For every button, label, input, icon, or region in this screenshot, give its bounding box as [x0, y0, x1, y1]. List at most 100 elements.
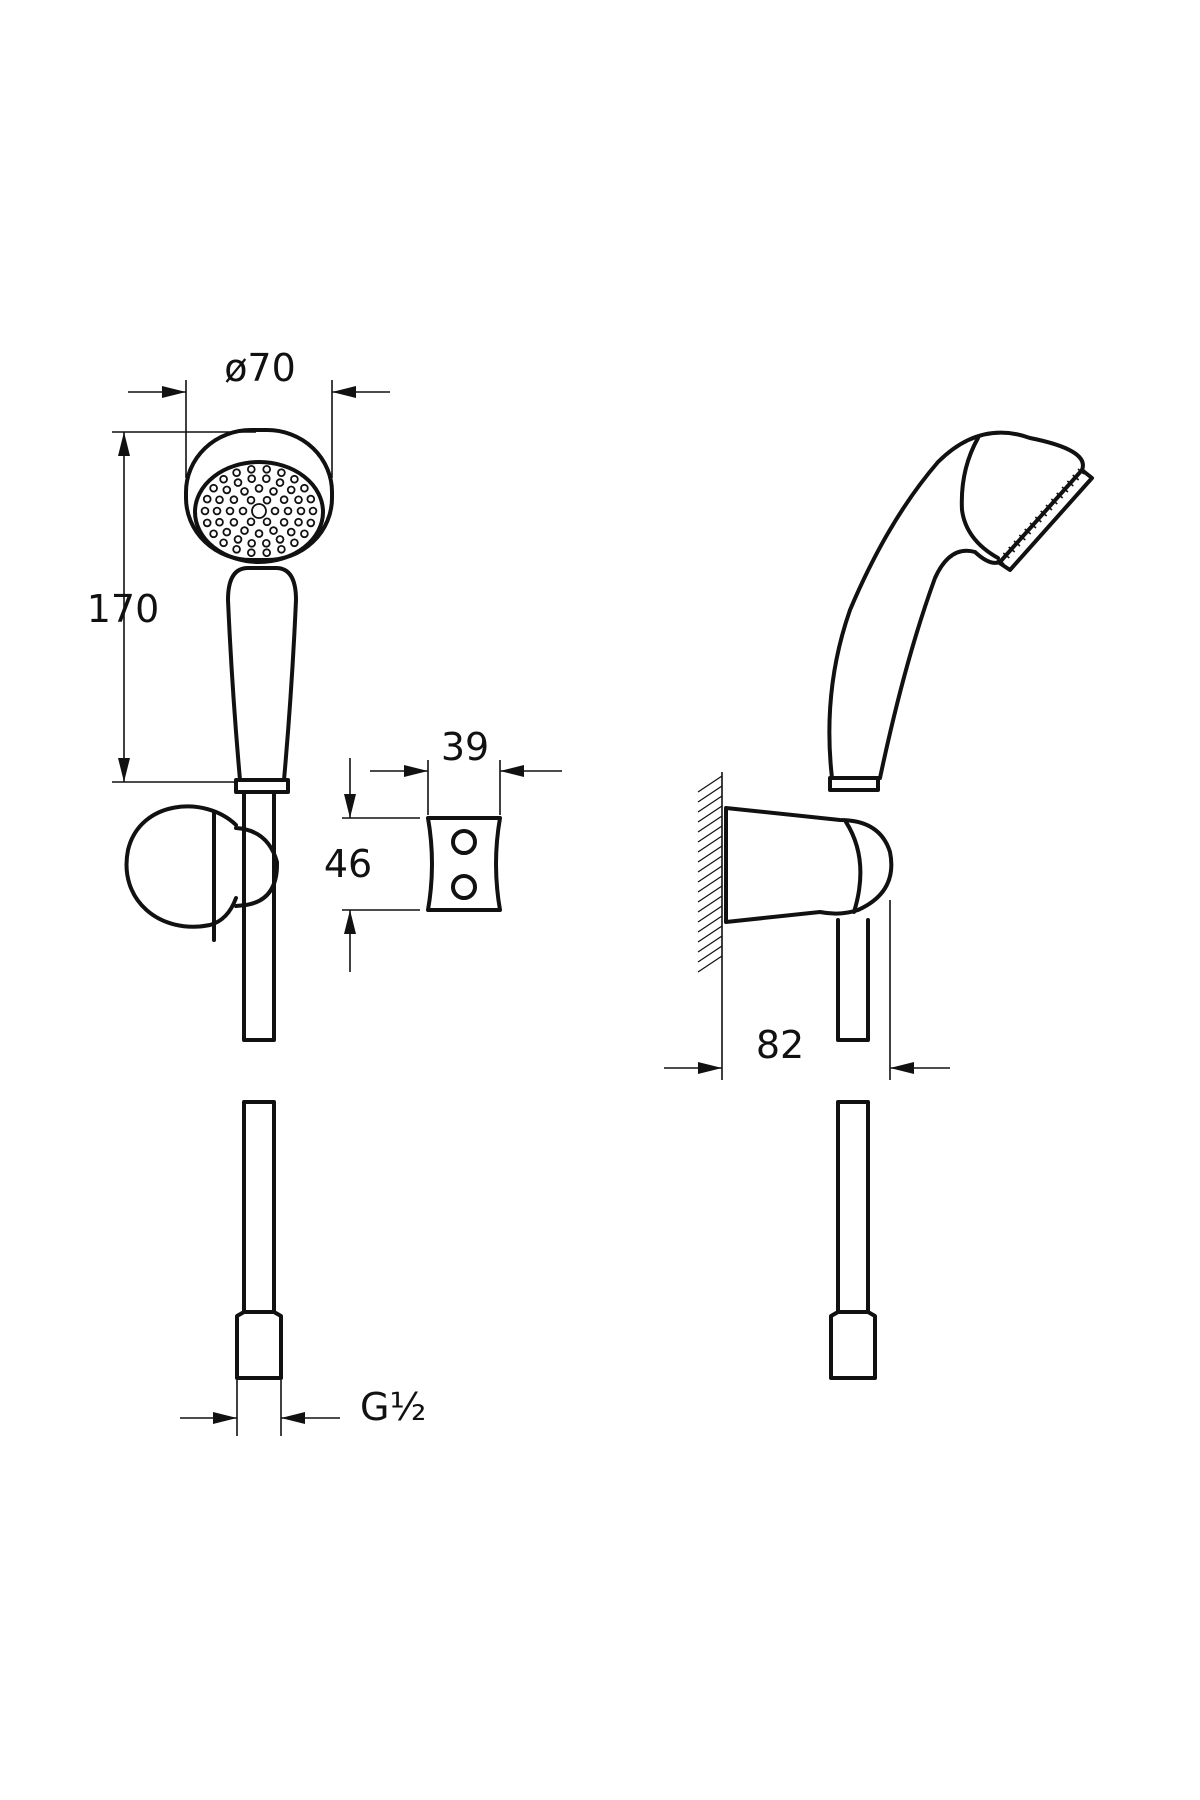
- nozzle: [262, 464, 272, 474]
- nozzle: [215, 517, 224, 527]
- dimension-handset-length: 170: [87, 431, 256, 783]
- nozzle: [269, 526, 278, 535]
- nozzle-tick: [1040, 510, 1048, 517]
- nozzle: [254, 529, 264, 538]
- handset-side: [827, 430, 1094, 780]
- holder-width-label: 39: [441, 725, 489, 769]
- front-view: ø70 170 G½: [87, 346, 426, 1436]
- head-diameter-label: ø70: [224, 346, 296, 390]
- nozzle: [286, 485, 296, 495]
- hatch-line: [697, 815, 723, 833]
- hatch-line: [697, 835, 723, 853]
- nozzle-tick: [997, 558, 1005, 565]
- nozzle: [286, 527, 296, 537]
- nozzle: [232, 468, 241, 478]
- nozzle: [246, 495, 256, 505]
- nozzle: [306, 518, 316, 528]
- dimension-holder-projection: 82: [664, 900, 950, 1080]
- hose-lower: [242, 1100, 276, 1314]
- nozzle-tick: [1056, 492, 1064, 499]
- nozzle-tick: [1077, 468, 1085, 475]
- nozzle-tick: [1072, 474, 1080, 481]
- nozzle: [222, 527, 232, 537]
- nozzle-tick: [1002, 552, 1010, 559]
- nozzle: [290, 538, 299, 548]
- nozzle: [261, 538, 271, 548]
- nozzle: [225, 506, 235, 516]
- dimension-head-diameter: ø70: [128, 346, 390, 478]
- hatch-line: [697, 855, 723, 873]
- handset-collar: [234, 778, 290, 794]
- hatch-line: [697, 825, 723, 843]
- holder-block: [426, 816, 502, 912]
- hose-end-fitting: [235, 1310, 283, 1380]
- nozzle-tick: [1018, 534, 1026, 541]
- nozzle-tick: [1045, 504, 1053, 511]
- nozzle: [219, 538, 228, 548]
- nozzle: [275, 535, 285, 544]
- nozzle: [202, 518, 212, 528]
- nozzle: [262, 495, 272, 505]
- nozzle: [294, 517, 303, 527]
- hatch-line: [697, 795, 723, 813]
- center-nozzle: [251, 503, 267, 519]
- nozzle: [277, 544, 286, 554]
- nozzle: [240, 487, 249, 496]
- hatch-line: [697, 895, 723, 913]
- nozzle: [209, 483, 218, 493]
- hatch-line: [697, 945, 723, 963]
- hatch-line: [697, 775, 723, 793]
- nozzle: [270, 506, 280, 516]
- hose-upper: [242, 790, 276, 1042]
- nozzle: [294, 495, 303, 505]
- nozzle-tick: [1013, 540, 1021, 547]
- nozzle: [269, 487, 278, 496]
- nozzle-ticks-side: [997, 468, 1085, 565]
- nozzle: [209, 529, 218, 539]
- handset-handle: [226, 566, 298, 782]
- nozzle-tick: [1034, 516, 1042, 523]
- dimension-holder-width: 39: [370, 725, 562, 815]
- nozzle: [279, 495, 289, 505]
- nozzle-tick: [1029, 522, 1037, 529]
- nozzle-tick: [1050, 498, 1058, 505]
- nozzle: [215, 495, 224, 505]
- nozzle: [247, 538, 257, 548]
- hatch-line: [697, 915, 723, 933]
- nozzle-tick: [1024, 528, 1032, 535]
- hatch-line: [697, 875, 723, 893]
- handset-collar-side: [828, 776, 880, 792]
- holder-detail-view: 39 46: [324, 725, 562, 972]
- holder-height-label: 46: [324, 842, 372, 886]
- nozzle: [229, 495, 239, 505]
- nozzle: [232, 544, 241, 554]
- nozzle: [233, 478, 243, 487]
- nozzle: [279, 517, 289, 527]
- nozzle: [275, 478, 285, 487]
- hatch-line: [697, 885, 723, 903]
- nozzle: [222, 485, 232, 495]
- nozzle-tick: [1066, 480, 1074, 487]
- hatch-line: [697, 905, 723, 923]
- nozzle: [202, 494, 212, 504]
- hatch-line: [697, 935, 723, 953]
- hatch-line: [697, 845, 723, 863]
- nozzle: [200, 506, 210, 516]
- holder-side-edge: [844, 820, 863, 914]
- nozzle: [290, 474, 299, 484]
- wall-holder-front: [124, 804, 280, 942]
- nozzle: [219, 474, 228, 484]
- nozzle: [262, 548, 272, 557]
- nozzle: [262, 517, 272, 527]
- nozzle: [283, 506, 293, 516]
- nozzle: [240, 526, 249, 535]
- hatch-line: [697, 955, 723, 973]
- hose-thread-label: G½: [360, 1385, 426, 1429]
- wall-holder-side: [724, 806, 894, 924]
- hatch-line: [697, 865, 723, 883]
- nozzle: [247, 548, 256, 557]
- nozzle: [296, 506, 306, 516]
- nozzle-tick: [1008, 546, 1016, 553]
- nozzle: [247, 474, 257, 484]
